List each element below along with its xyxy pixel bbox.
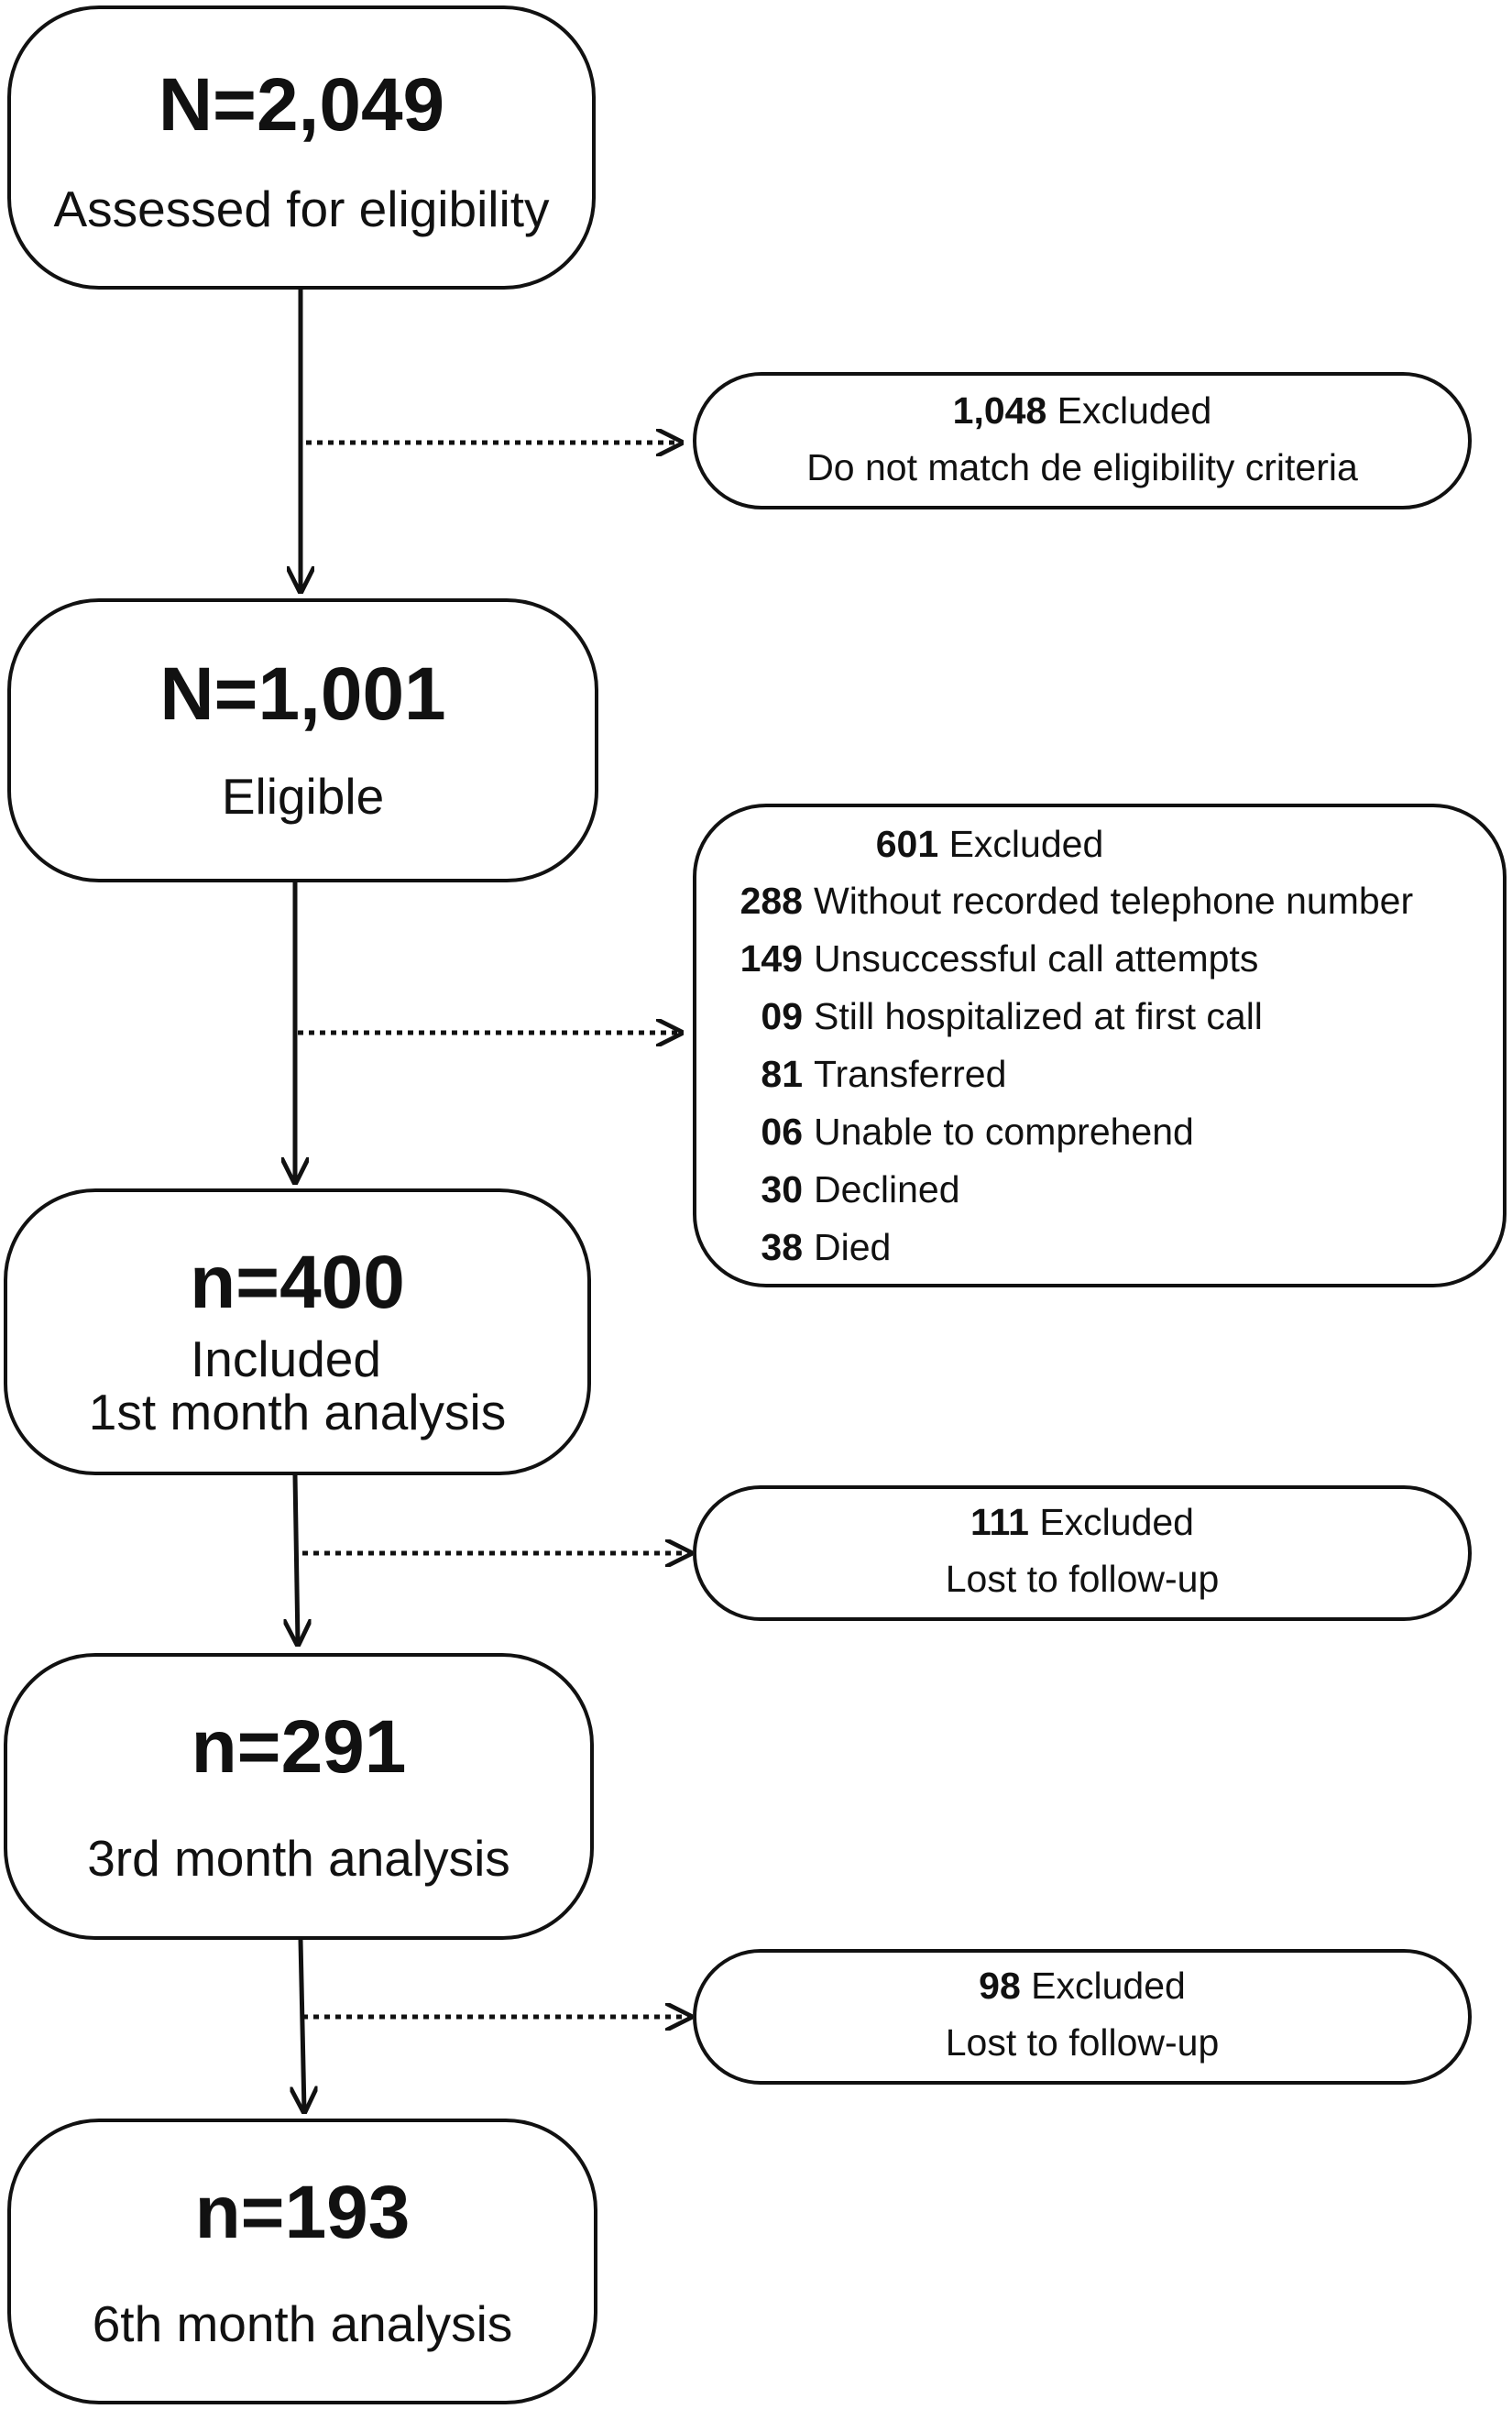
excluded-1-count: 1,048 — [952, 389, 1047, 432]
eligible-label: Eligible — [221, 768, 385, 825]
excluded-box-4: 98 Excluded Lost to follow-up — [693, 1949, 1472, 2085]
excluded-3-count: 111 — [970, 1501, 1029, 1543]
excluded-1-reason: Do not match de eligibility criteria — [806, 446, 1358, 488]
excluded-3-reason: Lost to follow-up — [945, 1558, 1220, 1600]
excluded-1-word: Excluded — [1057, 389, 1212, 432]
arrow-included-to-month3 — [295, 1474, 298, 1644]
month6-count: n=193 — [194, 2171, 411, 2254]
assessed-count: N=2,049 — [158, 63, 445, 147]
excluded-4-count: 98 — [979, 1965, 1021, 2007]
eligible-count: N=1,001 — [159, 652, 446, 736]
included-box: n=400 Included 1st month analysis — [4, 1188, 591, 1475]
excluded-4-header: 98 Excluded — [696, 1967, 1468, 2005]
month3-box: n=291 3rd month analysis — [4, 1653, 594, 1940]
month3-label: 3rd month analysis — [87, 1830, 510, 1887]
excluded-4-reason: Lost to follow-up — [945, 2021, 1220, 2064]
excluded-2-word: Excluded — [948, 823, 1104, 865]
excluded-1-header: 1,048 Excluded — [696, 392, 1468, 430]
excluded-box-1: 1,048 Excluded Do not match de eligibili… — [693, 372, 1472, 509]
excluded-3-header: 111 Excluded — [696, 1504, 1468, 1541]
included-count: n=400 — [190, 1241, 405, 1324]
excluded-box-3: 111 Excluded Lost to follow-up — [693, 1485, 1472, 1621]
month3-count: n=291 — [191, 1705, 407, 1789]
month6-label: 6th month analysis — [92, 2295, 513, 2352]
eligible-box: N=1,001 Eligible — [7, 598, 598, 882]
excluded-2-header: 601 Excluded — [696, 826, 1283, 863]
excluded-2-count: 601 — [875, 823, 939, 865]
included-label: Included — [191, 1330, 381, 1387]
assessed-label: Assessed for eligibility — [53, 181, 550, 237]
assessed-box: N=2,049 Assessed for eligibility — [7, 5, 596, 290]
month6-box: n=193 6th month analysis — [7, 2119, 597, 2404]
excluded-4-word: Excluded — [1031, 1965, 1186, 2007]
included-analysis-label: 1st month analysis — [88, 1384, 507, 1440]
excluded-3-word: Excluded — [1039, 1501, 1194, 1543]
arrow-month3-to-month6 — [301, 1939, 304, 2111]
